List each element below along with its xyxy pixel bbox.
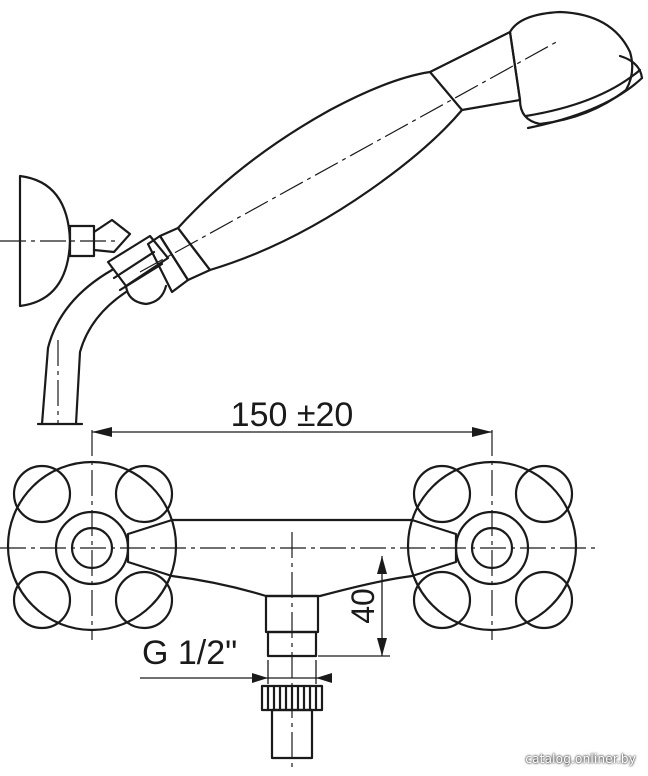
shower-hose <box>40 268 128 426</box>
shower-head <box>508 10 634 126</box>
width-arrow-left <box>92 427 112 437</box>
height-arrow-bottom <box>377 638 387 656</box>
width-dimension-label: 150 ±20 <box>231 396 354 434</box>
thread-size-label: G 1/2" <box>142 634 237 672</box>
height-dimension-label: 40 <box>345 588 381 624</box>
handle-centerline <box>139 39 561 273</box>
watermark: catalog.onliner.by <box>525 752 636 766</box>
width-arrow-right <box>472 427 492 437</box>
mixer-housing <box>126 518 458 598</box>
shower-handle <box>176 70 464 272</box>
hose-nut <box>106 234 170 288</box>
height-arrow-top <box>377 556 387 574</box>
hand-shower <box>18 10 644 426</box>
bracket-arm <box>92 218 132 254</box>
